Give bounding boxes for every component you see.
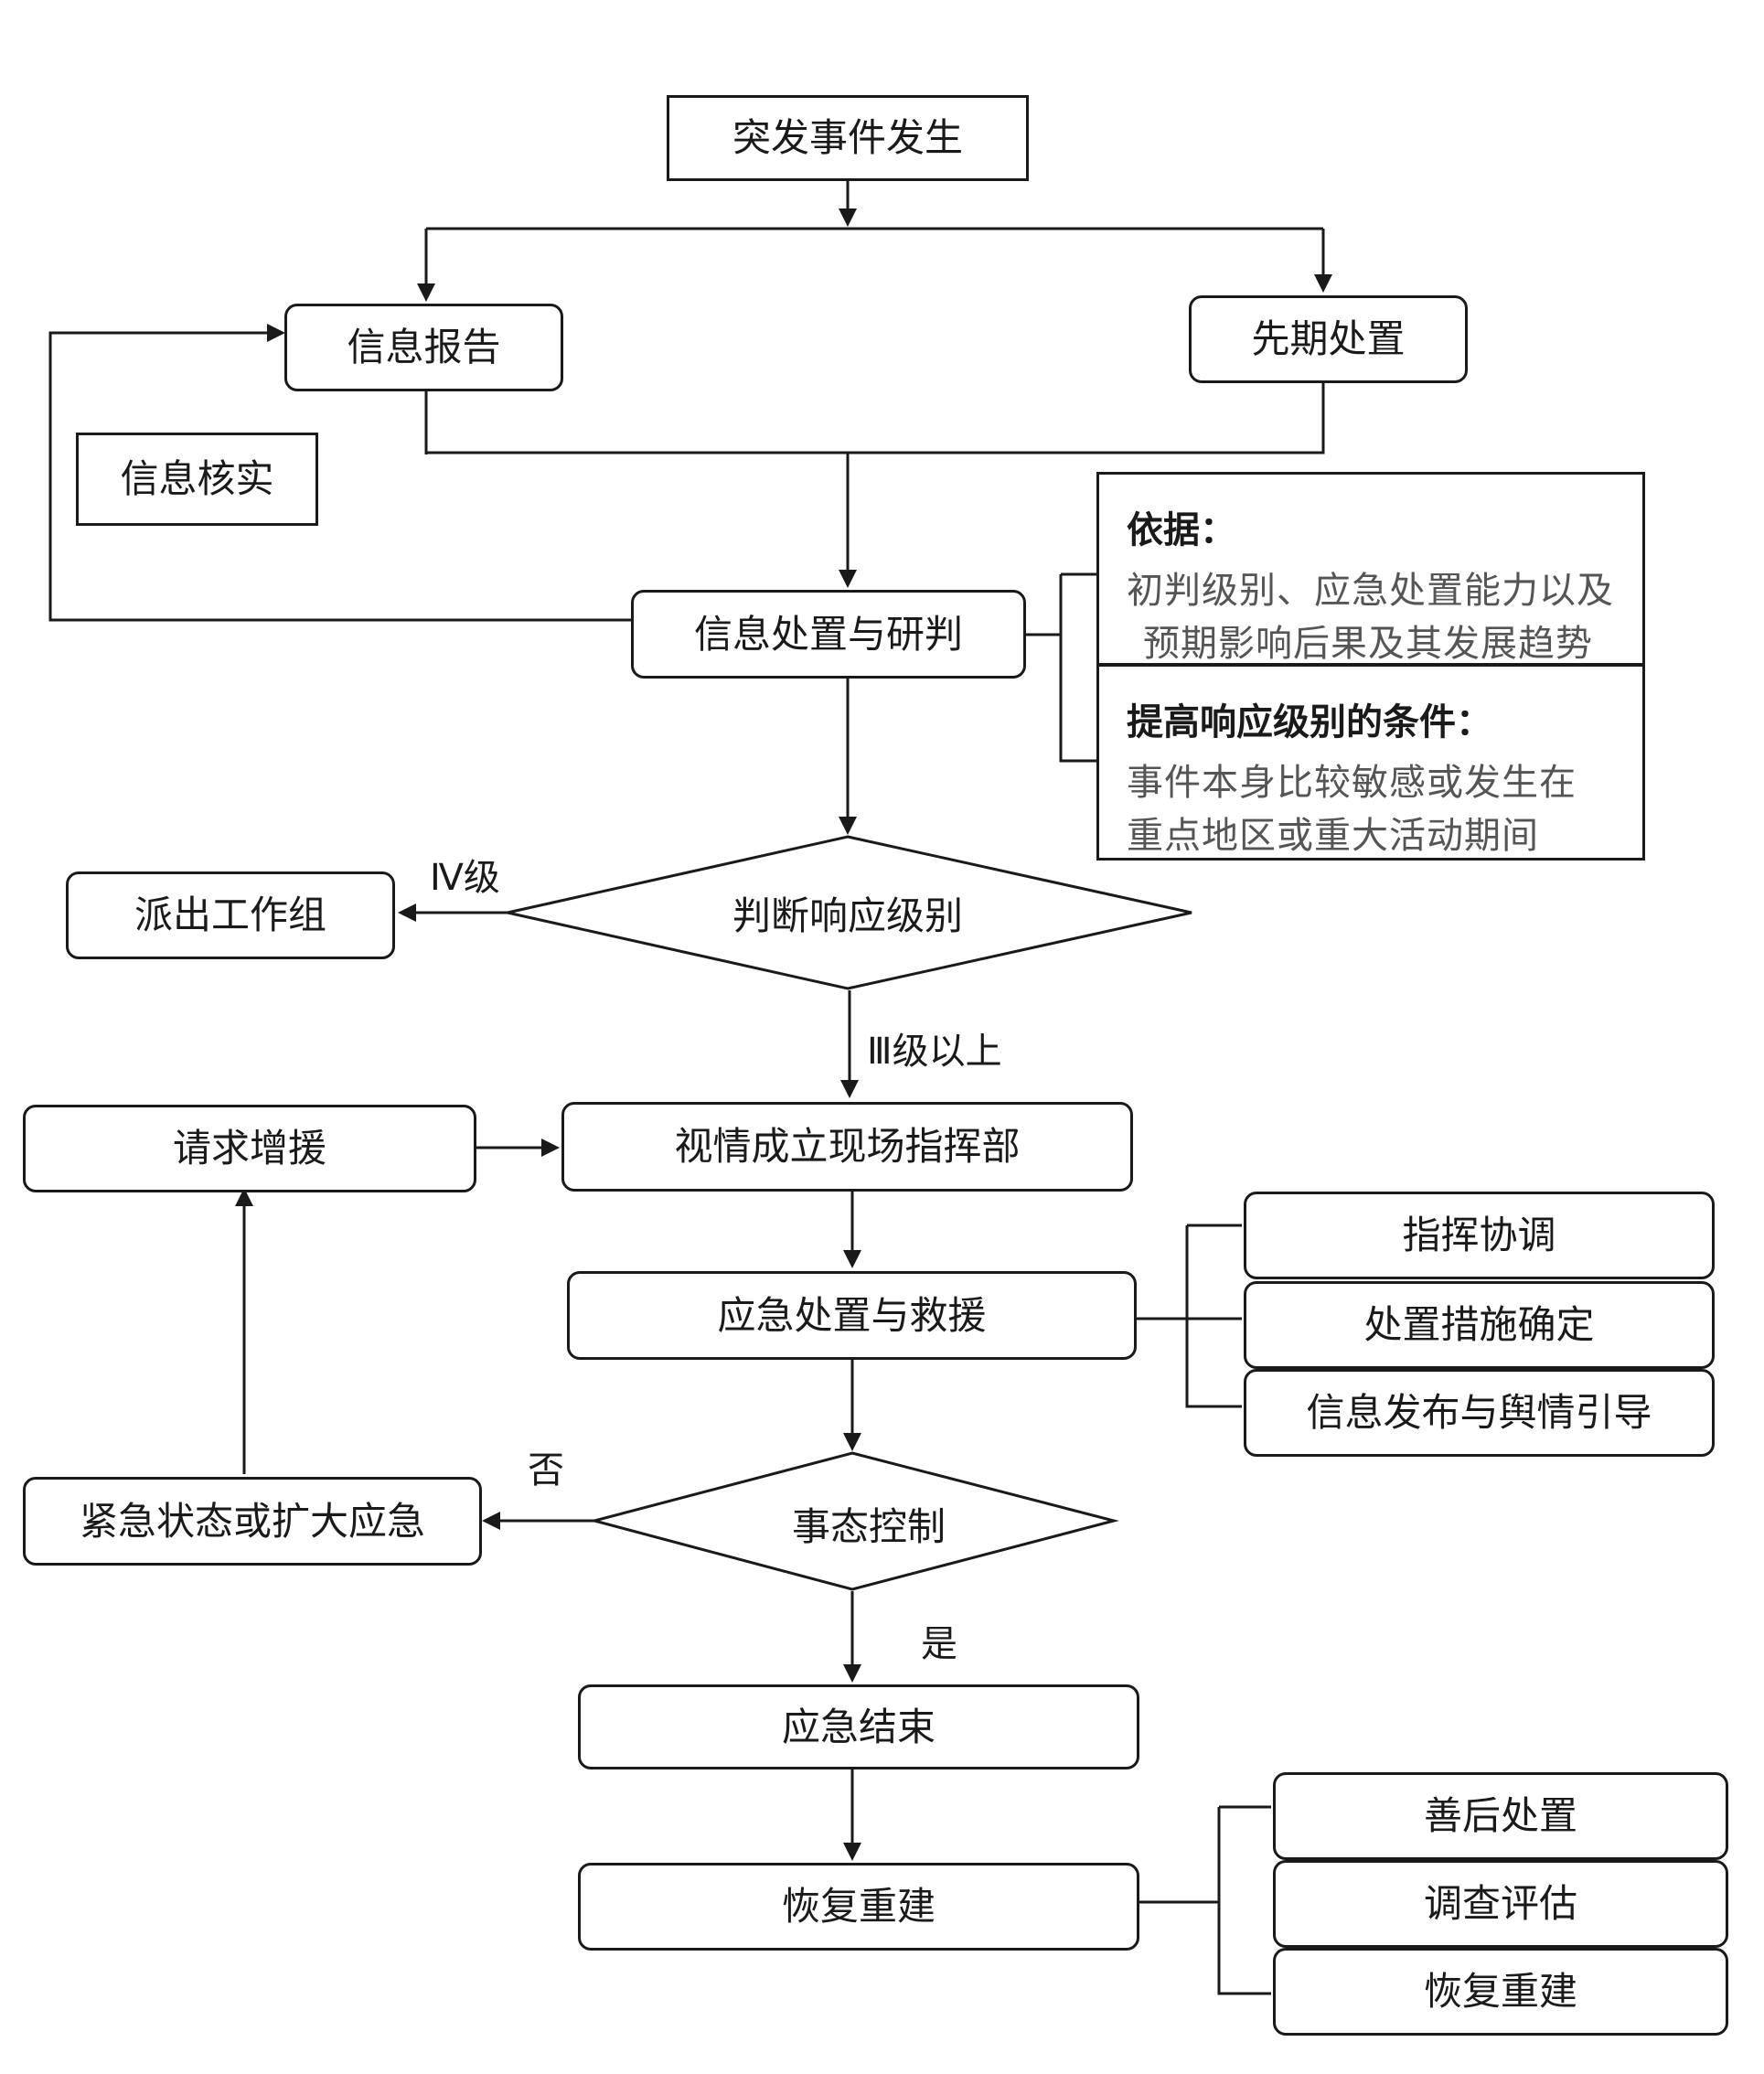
- emergency-rescue-box: 应急处置与救援: [567, 1271, 1137, 1360]
- dispatch-team-box: 派出工作组: [66, 871, 395, 959]
- info-report-box: 信息报告: [284, 304, 563, 391]
- situation-control-label: 事态控制: [791, 1503, 946, 1549]
- initial-handling-box: 先期处置: [1189, 295, 1468, 383]
- event-occurs-box: 突发事件发生: [667, 95, 1029, 181]
- recovery-rebuild-sub-box: 恢复重建: [1273, 1948, 1728, 2036]
- info-release-box: 信息发布与舆情引导: [1244, 1369, 1715, 1457]
- upgrade-condition-section: 提高响应级别的条件： 事件本身比较敏感或发生在 重点地区或重大活动期间: [1099, 667, 1642, 863]
- upgrade-line-2: 重点地区或重大活动期间: [1127, 815, 1539, 857]
- judge-level-label: 判断响应级别: [732, 893, 963, 938]
- emergency-end-box: 应急结束: [578, 1684, 1139, 1769]
- command-coordination-box: 指挥协调: [1244, 1192, 1715, 1279]
- investigation-box: 调查评估: [1273, 1860, 1728, 1948]
- edge-label-no: 否: [528, 1449, 564, 1491]
- basis-section: 依据： 初判级别、应急处置能力以及 预期影响后果及其发展趋势: [1099, 475, 1642, 667]
- recovery-rebuild-box: 恢复重建: [578, 1863, 1139, 1951]
- situation-control-diamond: [589, 1451, 1119, 1591]
- info-panel: 依据： 初判级别、应急处置能力以及 预期影响后果及其发展趋势 提高响应级别的条件…: [1096, 472, 1645, 861]
- basis-line-1: 初判级别、应急处置能力以及: [1127, 570, 1614, 612]
- basis-text: 初判级别、应急处置能力以及 预期影响后果及其发展趋势: [1127, 564, 1615, 670]
- upgrade-line-1: 事件本身比较敏感或发生在: [1127, 762, 1577, 804]
- edge-label-yes: 是: [921, 1623, 957, 1665]
- setup-command-box: 视情成立现场指挥部: [561, 1102, 1133, 1192]
- request-support-box: 请求增援: [23, 1105, 476, 1192]
- info-verification-box: 信息核实: [76, 433, 318, 526]
- edge-label-level-iv: Ⅳ级: [430, 857, 500, 899]
- basis-line-2: 预期影响后果及其发展趋势: [1143, 623, 1593, 665]
- measures-determination-box: 处置措施确定: [1244, 1281, 1715, 1369]
- judge-level-diamond: [507, 835, 1192, 990]
- basis-title: 依据：: [1127, 509, 1236, 551]
- info-processing-box: 信息处置与研判: [631, 590, 1026, 679]
- aftermath-box: 善后处置: [1273, 1772, 1728, 1860]
- emergency-expand-box: 紧急状态或扩大应急: [23, 1477, 482, 1566]
- upgrade-text: 事件本身比较敏感或发生在 重点地区或重大活动期间: [1127, 756, 1615, 862]
- edge-label-level-iii-above: Ⅲ级以上: [867, 1031, 1002, 1073]
- upgrade-title: 提高响应级别的条件：: [1127, 701, 1492, 743]
